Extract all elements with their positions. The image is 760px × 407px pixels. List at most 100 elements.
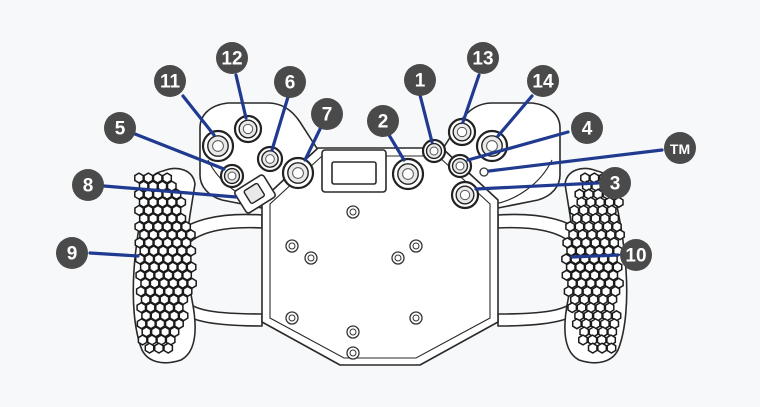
hub-screw <box>391 251 405 265</box>
hub-screw <box>409 239 423 253</box>
paddle-hex-cell <box>149 277 160 290</box>
callout-label-9: 9 <box>67 244 78 265</box>
paddle-hex-cell <box>148 245 159 257</box>
paddle-hex-cell <box>163 253 173 265</box>
paddle-hex-cell <box>152 204 163 217</box>
button-6[interactable] <box>256 145 284 173</box>
screw-socket <box>349 208 357 216</box>
paddle-hex-cell <box>158 261 169 273</box>
button-2[interactable] <box>391 157 425 191</box>
leader-10 <box>570 253 620 259</box>
callout-badge-10: 10 <box>620 239 652 271</box>
button-12[interactable] <box>233 114 263 144</box>
leader-11 <box>181 94 216 137</box>
paddle-hex-cell <box>171 237 182 249</box>
paddle-hex-cell <box>144 269 155 281</box>
screw-socket <box>412 314 420 322</box>
paddle-hex-cell <box>153 342 164 354</box>
paddle-hex-cell <box>186 261 197 273</box>
callout-label-5: 5 <box>115 119 126 140</box>
callout-label-tm: TM <box>670 141 690 157</box>
button-4[interactable] <box>447 153 473 179</box>
button-5[interactable] <box>219 163 245 189</box>
paddle-hex-cell <box>178 293 189 306</box>
paddle-hex-cell <box>141 309 152 322</box>
paddle-hex-cell <box>157 212 168 225</box>
callout-badge-5: 5 <box>104 112 136 144</box>
paddle-hex-cell <box>167 245 178 257</box>
toggle-switch-lever <box>243 182 265 204</box>
paddle-hex-cell <box>145 285 156 298</box>
button-11-center <box>212 140 224 152</box>
leader-1 <box>418 93 434 144</box>
paddle-hex-cell <box>134 188 144 200</box>
button-4-center <box>455 161 465 171</box>
leader-9 <box>88 251 140 258</box>
paddle-hex-cell <box>162 237 173 249</box>
callout-badge-tm: TM <box>664 132 696 164</box>
screw-socket <box>307 254 315 262</box>
paddle-hex-cell <box>153 253 164 265</box>
button-3[interactable] <box>450 180 480 210</box>
screw-socket <box>349 328 357 336</box>
paddle-hex-cell <box>173 301 184 314</box>
screw-socket <box>288 314 296 322</box>
paddle-hex-cell <box>162 220 173 233</box>
callout-label-13: 13 <box>472 49 493 70</box>
paddle-hex-cell <box>613 196 624 209</box>
tm-indicator-led <box>479 167 489 177</box>
paddle-hex-cell <box>163 342 174 354</box>
paddle-hex-cell <box>144 342 155 354</box>
paddle-hex-cell <box>135 269 146 281</box>
hub-screw <box>304 251 318 265</box>
paddle-hex-cell <box>143 204 154 217</box>
button-13-center <box>456 126 468 138</box>
paddle-hex-cell <box>172 269 183 281</box>
paddle-hex-cell <box>134 204 145 217</box>
paddle-hex-cell <box>148 212 159 225</box>
paddle-hex-cell <box>615 228 625 241</box>
callout-badge-3: 3 <box>599 167 631 199</box>
hub-screw <box>346 346 360 360</box>
screw-head <box>346 346 360 360</box>
button-7-center <box>292 167 304 179</box>
screw-socket <box>288 242 296 250</box>
screw-head <box>391 251 405 265</box>
paddle-hex-cell <box>134 220 145 233</box>
button-1-center <box>429 146 439 156</box>
toggle-switch-8[interactable] <box>234 174 277 214</box>
callout-badges: 1 2 3 4 5 6 7 8 9 10 11 12 13 14 TM <box>56 42 696 271</box>
callout-badge-14: 14 <box>527 65 559 97</box>
leader-14 <box>496 94 534 138</box>
leader-4 <box>466 130 570 162</box>
callout-label-11: 11 <box>160 72 181 93</box>
button-6-center <box>265 154 275 164</box>
paddle-hex-cell <box>138 196 149 209</box>
button-11[interactable] <box>201 129 235 163</box>
leader-5 <box>133 132 226 171</box>
paddle-hex-cell <box>136 301 147 314</box>
paddle-hex-cell <box>139 245 150 257</box>
paddle-hex-cell <box>149 261 160 273</box>
paddle-hex-cell <box>162 204 173 217</box>
button-7[interactable] <box>281 156 315 190</box>
paddle-hex-cell <box>155 318 166 330</box>
paddle-hex-cell <box>155 301 165 314</box>
button-2-center <box>402 168 414 180</box>
paddle-hex-cell <box>159 293 170 306</box>
paddle-hex-cell <box>139 228 150 241</box>
leader-3 <box>474 181 600 191</box>
paddle-hex-cell <box>143 237 154 249</box>
paddle-hex-cell <box>135 285 146 298</box>
screw-head <box>409 239 423 253</box>
callout-label-7: 7 <box>322 105 333 126</box>
callout-badge-12: 12 <box>216 42 248 74</box>
button-1[interactable] <box>421 138 447 164</box>
hub-screws <box>285 205 423 360</box>
paddle-hex-cell <box>587 342 598 354</box>
callout-badge-7: 7 <box>311 98 343 130</box>
paddle-hex-cell <box>166 212 177 225</box>
paddle-hex-cell <box>174 318 184 330</box>
button-14[interactable] <box>475 129 509 163</box>
callout-badge-13: 13 <box>467 42 499 74</box>
